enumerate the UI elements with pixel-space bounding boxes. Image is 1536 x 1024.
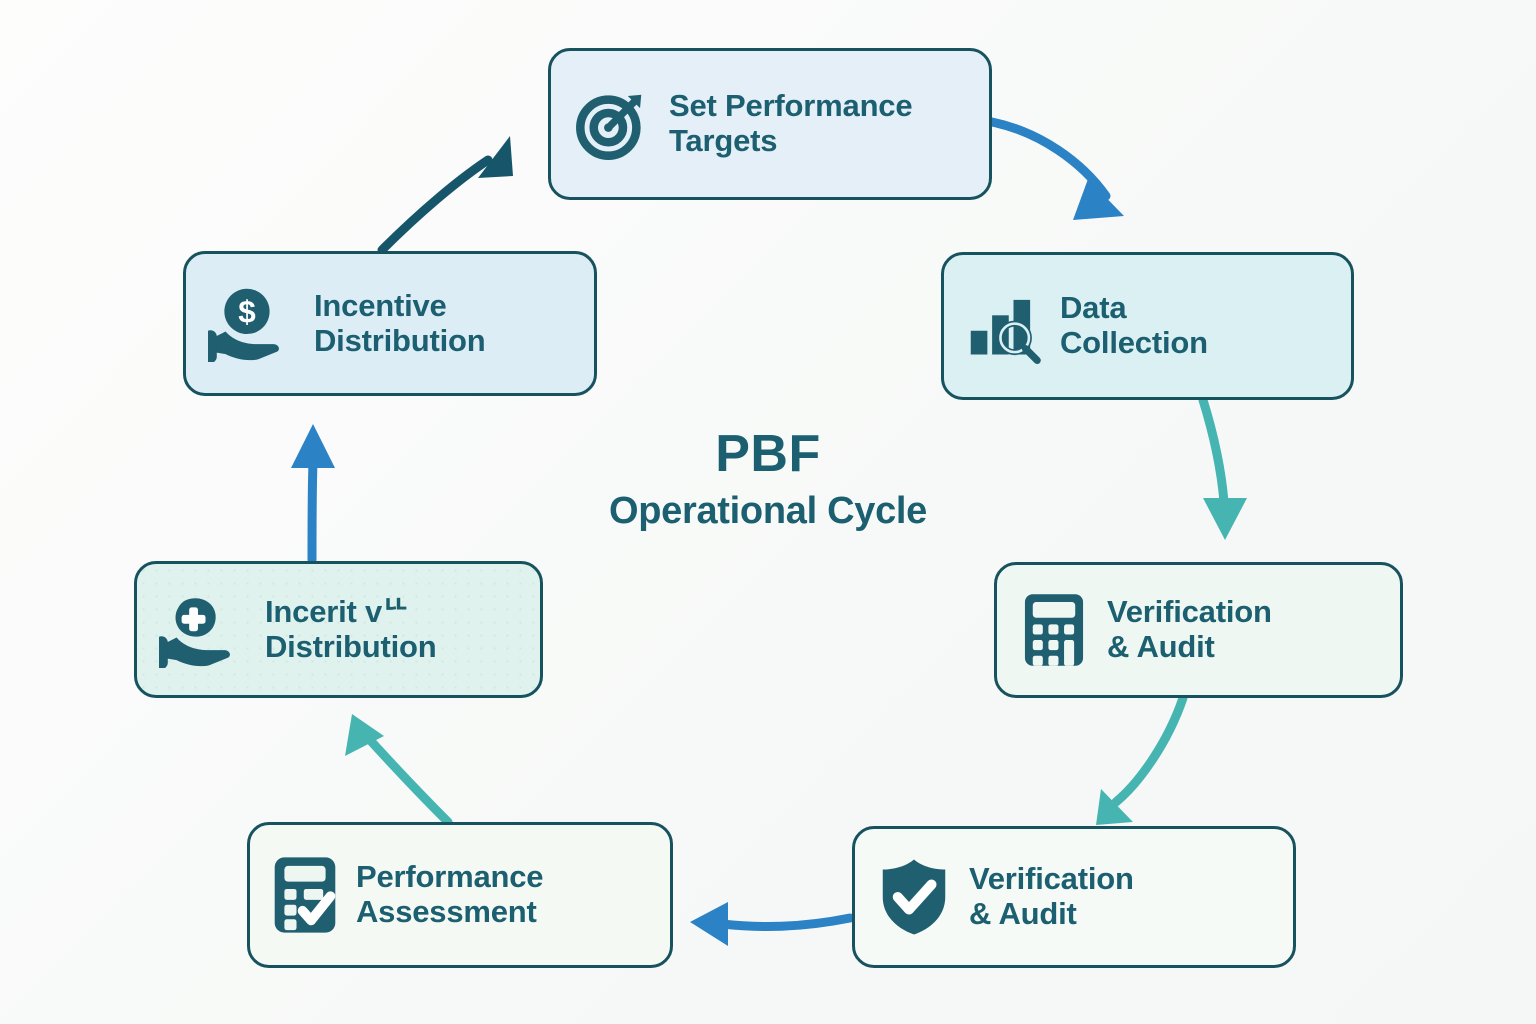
node-incentive-distribution-health[interactable]: Incerit vᄔ Distribution [134, 561, 543, 698]
hand-health-cross-icon [159, 592, 247, 668]
center-title-block: PBF Operational Cycle [468, 424, 1068, 564]
node-label: Incentive Distribution [314, 287, 486, 358]
hand-dollar-coin-icon: $ [208, 286, 296, 362]
node-label: Verification & Audit [1107, 594, 1272, 664]
node-label: Incerit vᄔ Distribution [265, 593, 437, 664]
arrow-targets-to-data [987, 117, 1124, 220]
shield-check-icon [877, 857, 951, 937]
node-label: Performance Assessment [356, 859, 544, 929]
center-title-line1: PBF [715, 425, 821, 483]
node-incentive-distribution-money[interactable]: $ Incentive Distribution [183, 251, 597, 396]
arrow-data-to-verification-calc [1198, 395, 1247, 540]
arrow-incentive-health-to-incentive-money [291, 424, 335, 565]
node-verification-audit-calculator[interactable]: Verification & Audit [994, 562, 1403, 698]
svg-text:$: $ [238, 294, 256, 329]
bar-chart-magnifier-icon [966, 288, 1042, 364]
arrow-performance-to-incentive-health [345, 714, 453, 827]
clipboard-checklist-icon [272, 855, 338, 935]
node-label: Verification & Audit [969, 861, 1134, 931]
arrow-shield-to-performance [690, 902, 855, 946]
node-set-performance-targets[interactable]: Set Performance Targets [548, 48, 992, 200]
arrow-incentive-money-to-targets [377, 136, 513, 255]
calculator-icon [1019, 592, 1089, 668]
center-title-line2: Operational Cycle [608, 490, 927, 532]
node-data-collection[interactable]: Data Collection [941, 252, 1354, 400]
node-label: Data Collection [1060, 290, 1208, 360]
node-label: Set Performance Targets [669, 88, 913, 158]
target-arrow-icon [573, 85, 651, 163]
node-performance-assessment[interactable]: Performance Assessment [247, 822, 673, 968]
node-verification-audit-shield[interactable]: Verification & Audit [852, 826, 1296, 968]
arrow-verification-calc-to-shield [1096, 693, 1188, 825]
